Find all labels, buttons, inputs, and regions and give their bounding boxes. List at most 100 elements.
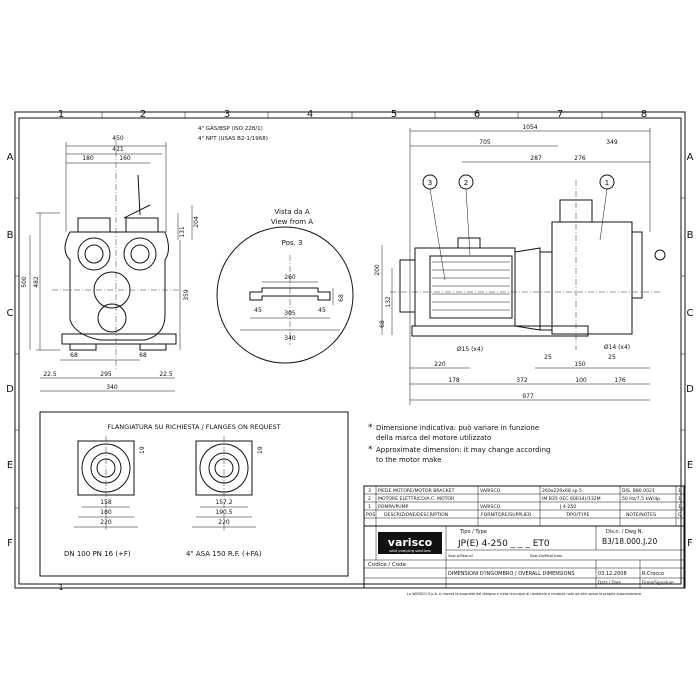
row-e: E [7, 460, 13, 471]
side-dim-132: 132 [385, 296, 392, 308]
varisco-logo: varisco solid pumping solutions [378, 532, 442, 554]
balloon-2: 2 [464, 179, 468, 187]
row-b: B [7, 230, 14, 241]
col-8: 8 [641, 109, 647, 120]
dim-68-left: 68 [70, 352, 78, 359]
flange-right-dim-190: 190.5 [215, 509, 232, 516]
flange-right-dim-157: 157.2 [215, 499, 232, 506]
side-dim-705: 705 [479, 139, 491, 146]
col-6: 6 [474, 109, 480, 120]
row-d-right: D [686, 384, 694, 395]
title-block: varisco solid pumping solutions Tipo / T… [363, 525, 685, 589]
view-a-dim-68: 68 [338, 294, 345, 302]
dim-204: 204 [193, 216, 200, 228]
view-a-dim-260: 260 [284, 274, 296, 281]
bom-header-q: Q [678, 512, 682, 518]
bom-row1-q: 1 [678, 504, 681, 510]
side-dim-349: 349 [606, 139, 618, 146]
bom-row1-desc: POMPA/PUMP [378, 504, 409, 510]
note-en-2: to the motor make [376, 456, 441, 464]
view-a-dim-305: 305 [284, 310, 296, 317]
bom-header-pos: POS [366, 512, 375, 518]
bom-row1-supplier: VARISCO [480, 504, 501, 510]
side-dim-200: 200 [374, 264, 381, 276]
flange-right-dim-19: 19 [257, 446, 264, 454]
side-dim-176: 176 [614, 377, 626, 384]
balloon-3: 3 [428, 179, 432, 187]
notes: * Dimensione indicativa: può variare in … [368, 423, 550, 464]
bom-row2-notes: 50 Hz/7,5 kW/4p [622, 496, 660, 502]
col-7: 7 [557, 109, 563, 120]
row-f-right: F [687, 538, 693, 549]
flange-left-dim-220: 220 [100, 519, 112, 526]
dim-131: 131 [179, 226, 186, 238]
dim-68-right: 68 [139, 352, 147, 359]
bom-row3-type: 260x220x68 sp.5 [542, 488, 582, 494]
note-npt: 4" NPT (USAS B2-1/1968) [198, 136, 268, 142]
bom-header-notes: NOTE/NOTES [626, 512, 656, 518]
border-ticks [15, 112, 685, 509]
brand-name: varisco [388, 536, 433, 549]
flange-right-label: 4" ASA 150 R.F. (+FA) [186, 550, 262, 558]
side-dim-hole14: Ø14 (x4) [604, 344, 630, 351]
dim-22-5-left: 22.5 [43, 371, 57, 378]
side-dim-68: 68 [379, 320, 386, 328]
view-a-dim-45-right: 45 [318, 307, 326, 314]
bom-row3-desc: PIEDE MOTORE/MOTOR BRACKET [378, 488, 455, 494]
side-dim-hole15: Ø15 (x4) [457, 346, 483, 353]
col-5: 5 [391, 109, 397, 120]
bom-header-supplier: FORNITORE/SUPPLIER [481, 512, 532, 518]
side-dim-372: 372 [516, 377, 528, 384]
note-star-2: * [368, 445, 373, 455]
flange-left-dim-19: 19 [139, 446, 146, 454]
flange-left-dim-180: 180 [100, 509, 112, 516]
flange-left-label: DN 100 PN 16 (+F) [64, 550, 131, 558]
dim-482: 482 [33, 276, 40, 288]
bom-row2-q: 1 [678, 496, 681, 502]
side-dim-977: 977 [522, 393, 534, 400]
copyright-footer: La VARISCO S.p.A. si riserva la propriet… [407, 592, 641, 596]
note-gas: 4" GAS/BSP (ISO 228/1) [198, 126, 263, 132]
note-it-1: Dimensione indicativa: può variare in fu… [376, 424, 539, 432]
side-dim-287: 287 [530, 155, 542, 162]
dim-450: 450 [112, 135, 124, 142]
view-a-pos: Pos. 3 [282, 239, 303, 247]
balloons: 3 2 1 [422, 174, 615, 281]
note-it-2: della marca del motore utilizzato [376, 434, 491, 442]
bom-row2-desc: MOTORE ELETTRICO/A.C. MOTOR [378, 496, 455, 502]
row-b-right: B [687, 230, 694, 241]
sost-label-a: Sost.a/Repl.of [448, 554, 473, 558]
date-value: 03.12.2008 [598, 571, 627, 577]
note-en-1: Approximate dimension: it may change acc… [376, 446, 550, 454]
flanges-title: FLANGIATURA SU RICHIESTA / FLANGES ON RE… [107, 423, 280, 431]
dis-label: Dis.n. / Dwg N. [606, 529, 643, 535]
dim-500: 500 [21, 276, 28, 288]
sign-value: R.Crocco [642, 571, 664, 577]
sost-label-da: Sost.Da/Repl.from [530, 554, 563, 558]
flange-left: 19 158 180 220 DN 100 PN 16 (+F) [64, 436, 146, 558]
dim-421: 421 [112, 146, 124, 153]
brand-sub: solid pumping solutions [389, 549, 431, 553]
dim-359: 359 [183, 289, 190, 301]
dim-180: 180 [82, 155, 94, 162]
col-2: 2 [140, 109, 146, 120]
sign-label: Firma/Signature [642, 580, 674, 585]
side-dim-25-right: 25 [608, 354, 616, 361]
codice-label: Codice / Code [368, 562, 407, 568]
row-a: A [7, 152, 14, 163]
side-dim-25-left: 25 [544, 354, 552, 361]
side-dim-1054: 1054 [522, 124, 537, 131]
col-4: 4 [307, 109, 313, 120]
balloon-1: 1 [605, 179, 609, 187]
tipo-label: Tipo / Type [459, 529, 487, 535]
dim-340: 340 [106, 384, 118, 391]
view-a-dim-45-left: 45 [254, 307, 262, 314]
dim-160: 160 [119, 155, 131, 162]
dis-value: B3/18.000.J.20 [602, 537, 657, 546]
bill-of-materials: 3 PIEDE MOTORE/MOTOR BRACKET VARISCO 260… [363, 485, 685, 527]
bom-header-desc: DESCRIZIONE/DESCRIPTION [384, 512, 448, 518]
row-d: D [6, 384, 14, 395]
tipo-value: JP(E) 4-250 _ _ _ ET0 [457, 539, 550, 549]
bom-row1-type: J 4-250 [559, 504, 576, 510]
